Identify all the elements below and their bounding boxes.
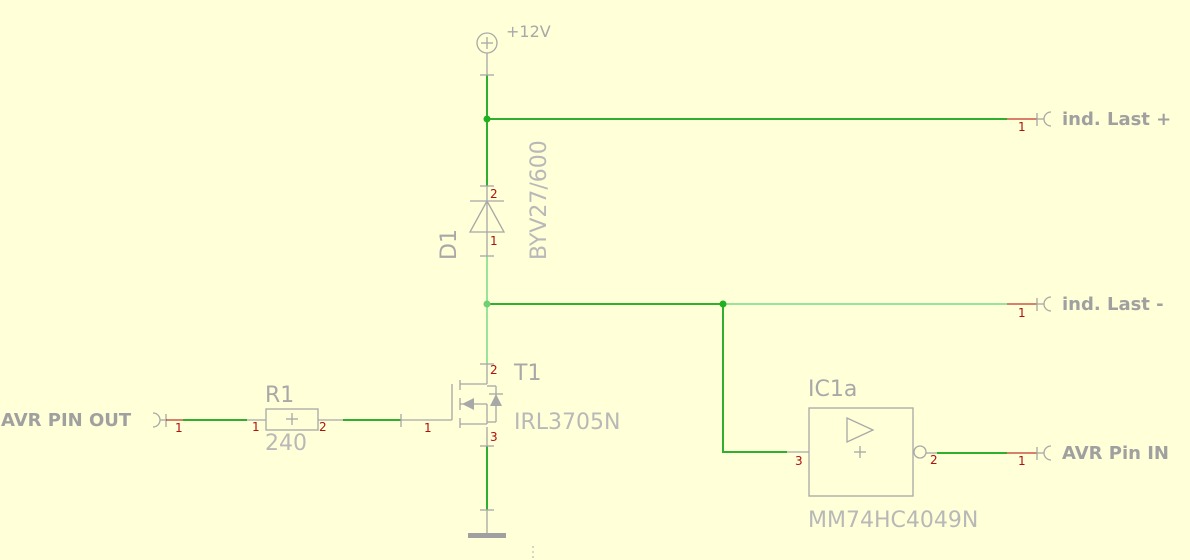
junction-top [483,115,491,123]
ic1a-pin-out: 2 [930,453,938,467]
t1-pin-drain: 2 [490,363,498,377]
r1-body [265,408,319,431]
diode-name: D1 [437,229,462,260]
port-avr-out: AVR PIN OUT [1,410,132,431]
conn-avr-in-pinnum: 1 [1018,454,1026,468]
supply-12v[interactable]: +12V [476,22,551,76]
wires [183,75,1007,510]
t1-arrow-icon [462,398,474,410]
conn-load-minus-socket-icon [1043,296,1052,312]
diode-pin-anode: 1 [490,234,498,248]
junctions [483,115,727,308]
resistor-r1[interactable]: 1 2 R1 240 [247,383,343,456]
connector-load-plus[interactable]: 1 ind. Last + [1007,109,1171,134]
connector-avr-in[interactable]: 1 AVR Pin IN [1007,443,1169,468]
ic1a-inversion-bubble [913,445,927,459]
conn-load-plus-socket-icon [1043,111,1052,127]
connector-load-minus[interactable]: 1 ind. Last - [1007,294,1164,320]
port-load-plus: ind. Last + [1062,109,1171,130]
r1-pin-1: 1 [252,420,260,434]
t1-value: IRL3705N [514,410,620,435]
conn-load-plus-pinnum: 1 [1018,120,1026,134]
supply-label: +12V [506,22,551,41]
ground[interactable] [468,509,506,538]
conn-avr-out-socket-icon [152,412,161,428]
port-avr-in: AVR Pin IN [1062,443,1169,464]
inverter-ic1a[interactable]: 3 2 IC1a MM74HC4049N [787,377,978,533]
t1-pin-gate: 1 [424,421,432,435]
junction-mid [483,300,491,308]
ground-bar-icon [468,533,506,538]
diode-d1[interactable]: 2 1 D1 BYV27/600 [437,140,552,260]
junction-right [719,300,727,308]
t1-pin-source: 3 [490,430,498,444]
port-load-minus: ind. Last - [1062,294,1164,315]
diode-value: BYV27/600 [527,140,552,260]
ic1a-buffer-icon [846,416,875,444]
ic1a-value: MM74HC4049N [808,508,978,533]
diode-pin-cathode: 2 [490,187,498,201]
ic1a-pin-in: 3 [795,454,803,468]
connector-avr-out[interactable]: AVR PIN OUT 1 [1,410,183,435]
diode-triangle-icon [468,199,506,233]
mosfet-t1[interactable]: 2 3 1 T1 IRL3705N [400,361,620,447]
t1-name: T1 [513,361,541,386]
conn-load-minus-pinnum: 1 [1018,306,1026,320]
ic1a-name: IC1a [808,377,857,402]
conn-avr-out-pinnum: 1 [175,421,183,435]
conn-avr-in-socket-icon [1043,445,1052,461]
r1-value: 240 [265,431,307,456]
t1-bodydiode-icon [490,394,502,406]
r1-name: R1 [265,383,294,408]
wire-node-to-inverter[interactable] [722,304,787,453]
r1-pin-2: 2 [319,420,327,434]
